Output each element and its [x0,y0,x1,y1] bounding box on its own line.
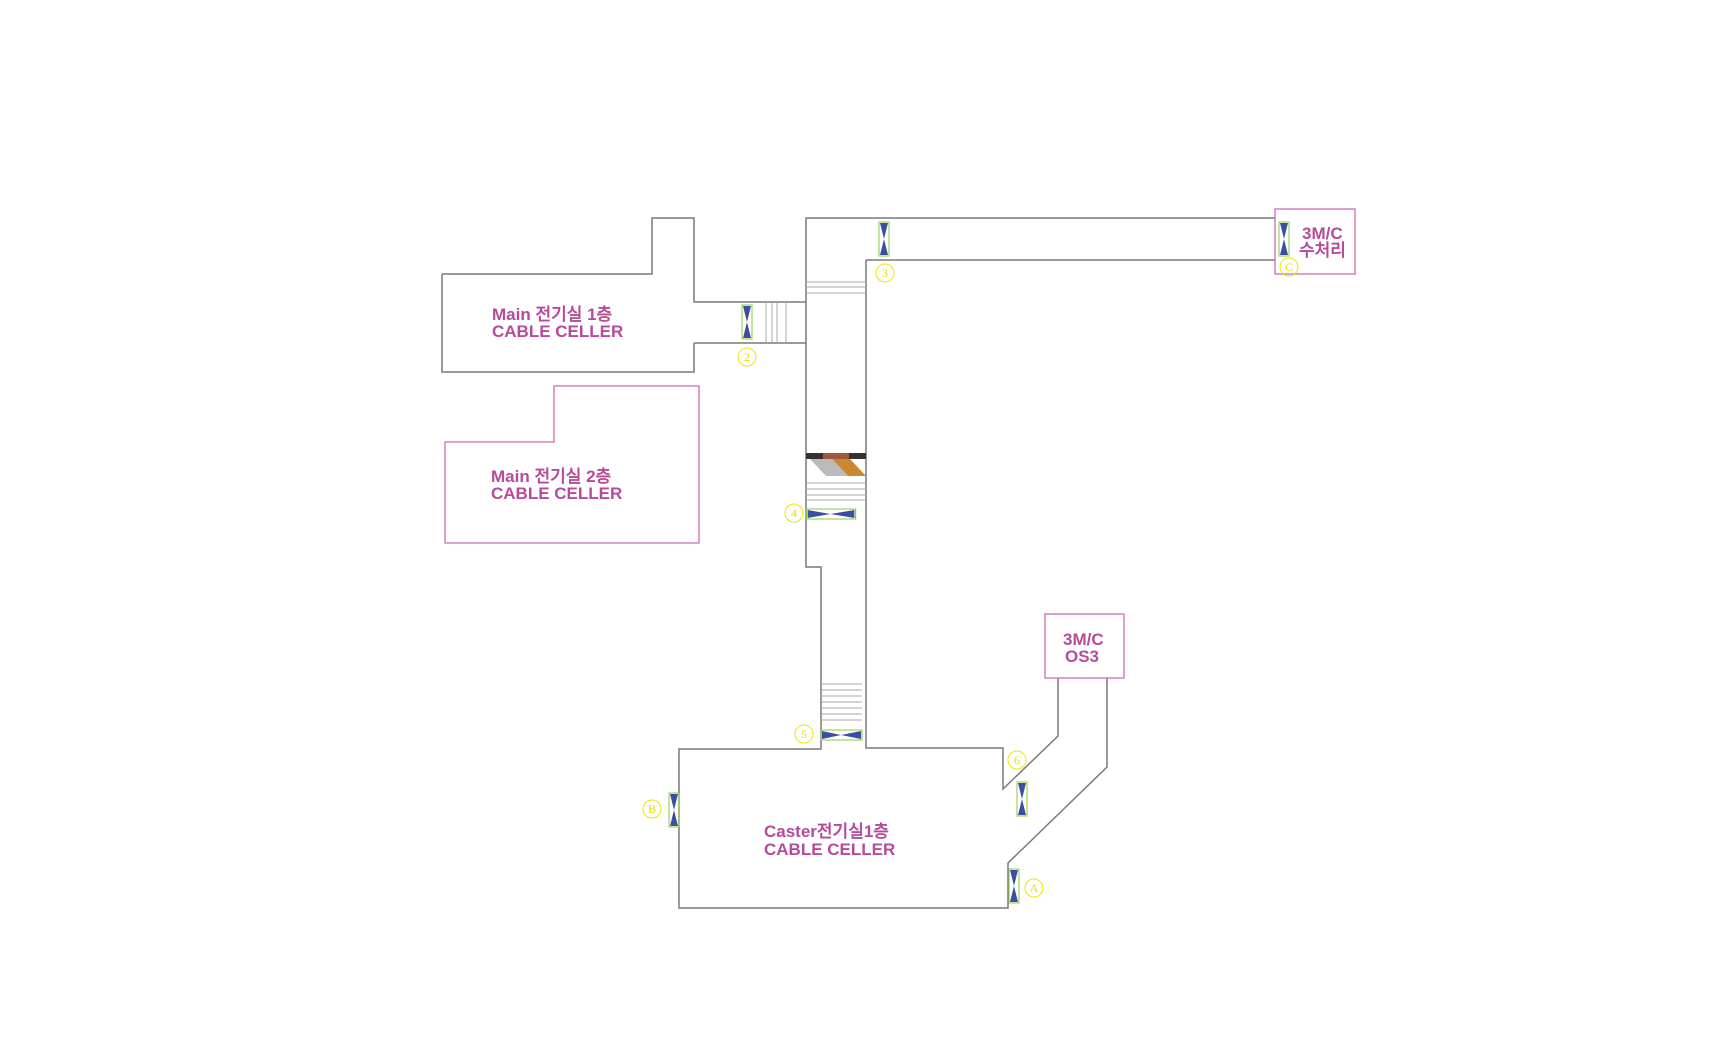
door-c-icon [1278,221,1290,257]
door-4-icon [805,508,857,520]
svg-text:B: B [648,802,656,816]
door-3-icon [878,221,890,257]
door-6-icon [1016,781,1028,817]
svg-text:4: 4 [791,506,797,520]
cable-tray [806,453,866,476]
main2-label-line1: Main 전기실 2층 [491,467,612,486]
marker-3: 3 [875,263,895,283]
os3-room-box [1044,613,1125,679]
main2-room-wall [444,385,700,544]
svg-text:2: 2 [744,350,750,364]
marker-5: 5 [794,724,814,744]
door-2-icon [741,304,753,340]
door-a-icon [1008,868,1020,904]
main2-label-line2: CABLE CELLER [491,484,622,503]
main1-label-line2: CABLE CELLER [492,322,623,341]
svg-text:A: A [1030,881,1039,895]
main1-room-wall [441,217,1275,909]
marker-a: A [1024,878,1044,898]
svg-text:C: C [1285,260,1293,274]
svg-text:3: 3 [882,266,888,280]
svg-text:6: 6 [1014,753,1020,767]
water-label-line2: 수처리 [1299,241,1346,260]
marker-c: C [1279,257,1299,277]
marker-2: 2 [737,347,757,367]
marker-4: 4 [784,503,804,523]
os3-label-line2: OS3 [1065,647,1099,666]
stairs-top [765,281,866,721]
main1-label-line1: Main 전기실 1층 [492,305,613,324]
water-label-line1: 3M/C [1302,224,1343,243]
marker-b: B [642,799,662,819]
os3-label-line1: 3M/C [1063,630,1104,649]
caster-label-line1: Caster전기실1층 [764,822,889,841]
marker-6: 6 [1007,750,1027,770]
door-5-icon [820,729,863,741]
svg-text:5: 5 [801,727,807,741]
water-room-box [1274,208,1356,275]
door-b-icon [668,792,680,828]
caster-label-line2: CABLE CELLER [764,840,895,859]
